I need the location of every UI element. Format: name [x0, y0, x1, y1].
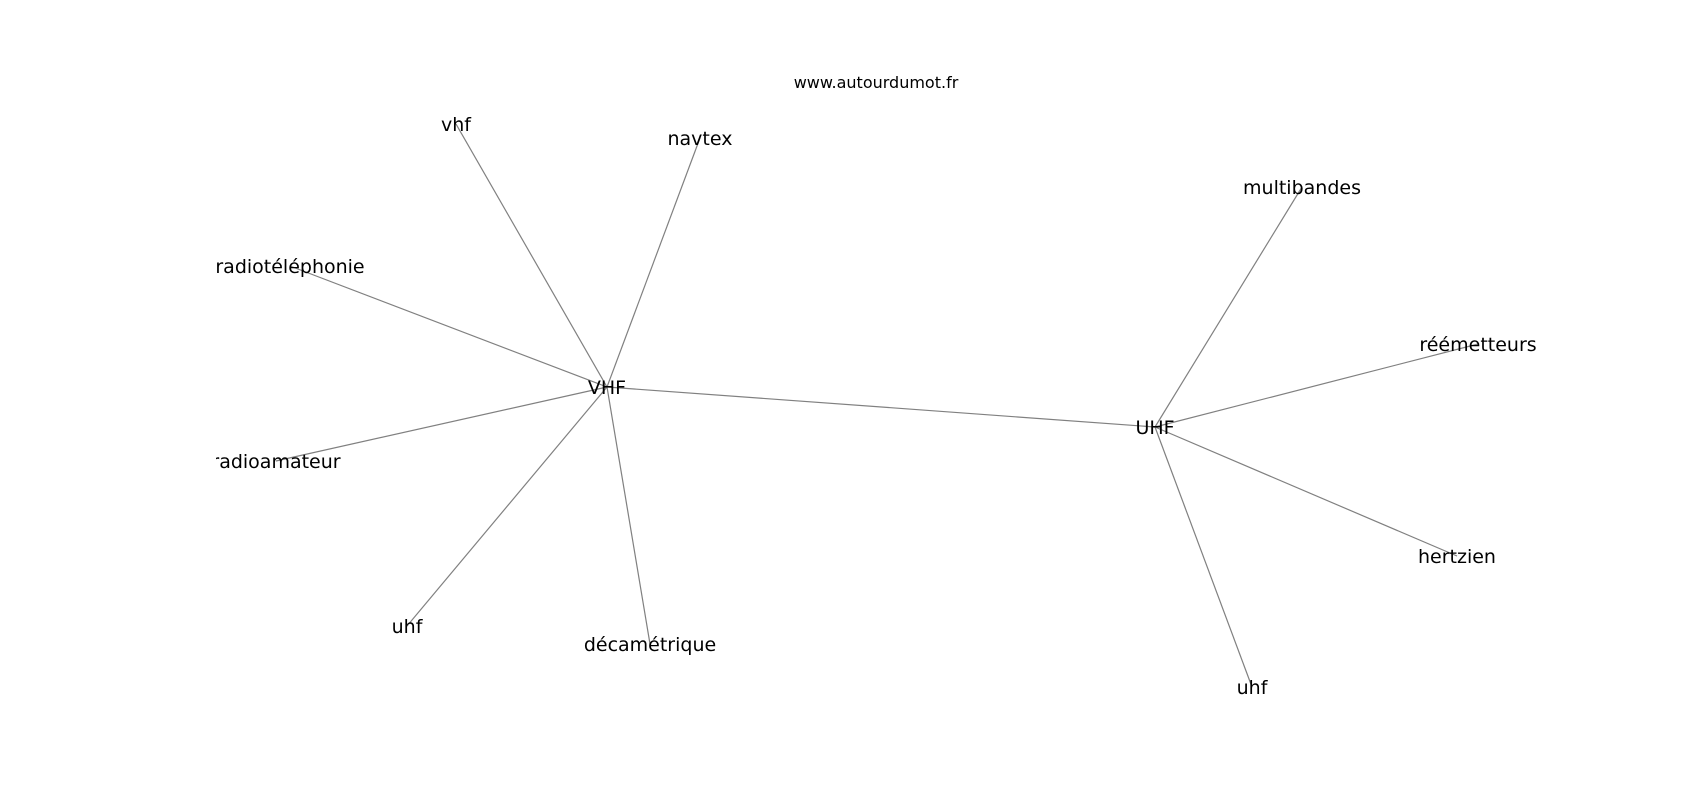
edge-VHF-decametrique: [606, 386, 651, 645]
edge-VHF-uhf1: [406, 386, 608, 627]
node-label-vhf: vhf: [441, 114, 472, 136]
edge-VHF-radioamateur: [275, 386, 608, 462]
node-label-decametrique: décamétrique: [584, 634, 716, 656]
edge-VHF-UHF: [606, 386, 1156, 428]
edges-layer: [275, 123, 1479, 688]
watermark-text: www.autourdumot.fr: [794, 73, 959, 92]
edge-UHF-multibandes: [1154, 186, 1303, 428]
node-label-multibandes: multibandes: [1243, 177, 1361, 199]
node-label-reemetteurs: réémetteurs: [1419, 334, 1536, 356]
node-label-radiotelephonie: radiotéléphonie: [215, 256, 364, 278]
edge-UHF-reemetteurs: [1154, 343, 1479, 428]
node-label-VHF: VHF: [588, 377, 626, 399]
edge-UHF-hertzien: [1154, 426, 1458, 557]
edge-VHF-vhf: [455, 123, 608, 388]
node-label-uhf2: uhf: [1237, 677, 1269, 699]
edge-VHF-radiotelephonie: [289, 265, 608, 388]
nodes-layer: VHF UHF vhf navtex radiotéléphonie radioamate…: [211, 114, 1537, 699]
node-label-UHF: UHF: [1135, 417, 1174, 439]
node-label-hertzien: hertzien: [1418, 546, 1496, 568]
edge-VHF-navtex: [606, 137, 701, 388]
node-label-radioamateur: radioamateur: [211, 451, 340, 473]
edge-UHF-uhf2: [1154, 426, 1253, 688]
node-label-uhf1: uhf: [392, 616, 424, 638]
node-label-navtex: navtex: [668, 128, 733, 150]
